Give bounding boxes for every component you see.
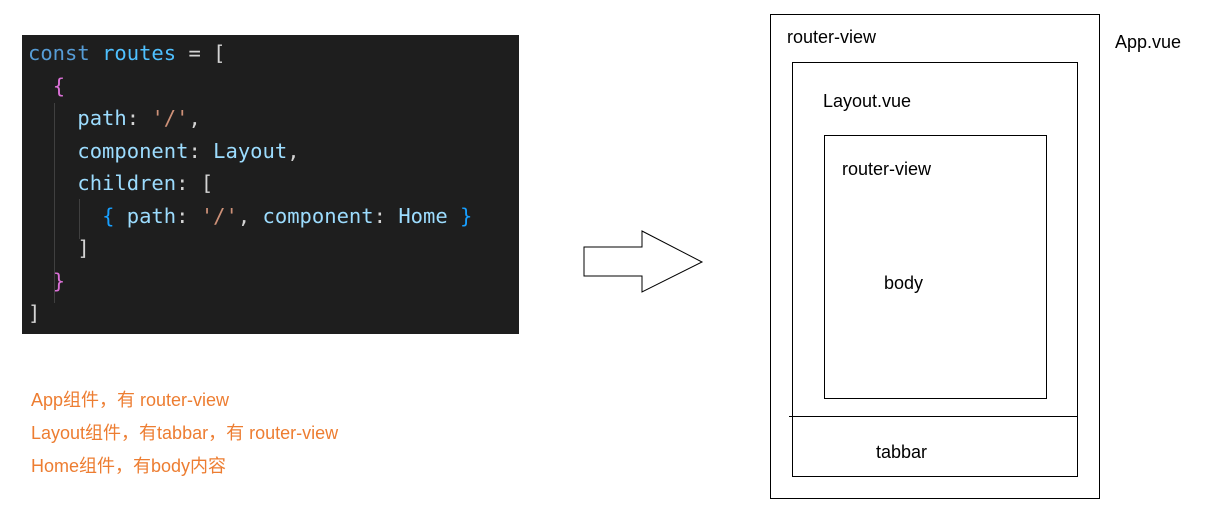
note-layout: Layout组件，有tabbar，有 router-view [31, 423, 339, 443]
code-token: : [373, 203, 399, 228]
inner-router-view-label: router-view [842, 159, 932, 179]
code-line: path: '/', [28, 102, 201, 134]
code-panel: const routes = [ { path: '/', component:… [22, 35, 519, 334]
indent-guide [79, 199, 80, 239]
code-line: { [28, 70, 65, 102]
code-token: { [52, 73, 66, 98]
layout-label: Layout.vue [823, 91, 912, 111]
code-line: } [28, 265, 65, 297]
code-token: component [262, 203, 374, 228]
note-app: App组件，有 router-view [31, 390, 230, 410]
code-token: routes [102, 41, 177, 65]
app-box [770, 14, 1100, 499]
code-token [28, 171, 77, 195]
layout-box [792, 62, 1078, 477]
body-label: body [884, 273, 924, 293]
code-token: [ [200, 171, 214, 195]
code-token: } [52, 268, 66, 293]
code-line: { path: '/', component: Home } [28, 200, 472, 232]
code-token: Layout [213, 138, 288, 163]
outer-router-view-label: router-view [787, 27, 877, 47]
code-token: = [176, 41, 214, 65]
code-token: '/' [200, 203, 238, 228]
code-token: : [176, 171, 201, 195]
code-token [28, 106, 77, 130]
code-line: component: Layout, [28, 135, 300, 167]
tabbar-divider [789, 416, 1078, 417]
code-token: component [77, 138, 189, 163]
code-token [28, 74, 53, 98]
code-line: ] [28, 297, 40, 329]
code-token: children [77, 171, 177, 195]
indent-guide [54, 103, 55, 303]
code-line: children: [ [28, 167, 213, 199]
code-token: { [102, 203, 127, 228]
code-token: '/' [151, 106, 189, 130]
code-token: path [126, 203, 177, 228]
code-token [28, 204, 102, 228]
code-token: Home [398, 203, 448, 228]
code-token: , [287, 138, 300, 163]
home-box [824, 135, 1047, 399]
code-token: ] [77, 236, 90, 260]
code-token: const [28, 41, 103, 65]
code-token: path [77, 106, 127, 130]
code-token: : [126, 106, 152, 130]
code-token: , [188, 106, 201, 130]
code-token: , [237, 203, 263, 228]
tabbar-label: tabbar [876, 442, 928, 462]
code-token: : [188, 138, 214, 163]
code-line: const routes = [ [28, 37, 226, 69]
code-token: } [447, 203, 473, 228]
code-token [28, 236, 77, 260]
code-line: ] [28, 232, 90, 264]
code-token: ] [28, 301, 41, 325]
app-label: App.vue [1115, 32, 1182, 52]
right-arrow-icon [583, 230, 704, 293]
code-token: [ [213, 41, 226, 65]
note-home: Home组件，有body内容 [31, 456, 227, 476]
code-token [28, 269, 53, 293]
code-token: : [176, 203, 201, 228]
code-token [28, 139, 77, 163]
